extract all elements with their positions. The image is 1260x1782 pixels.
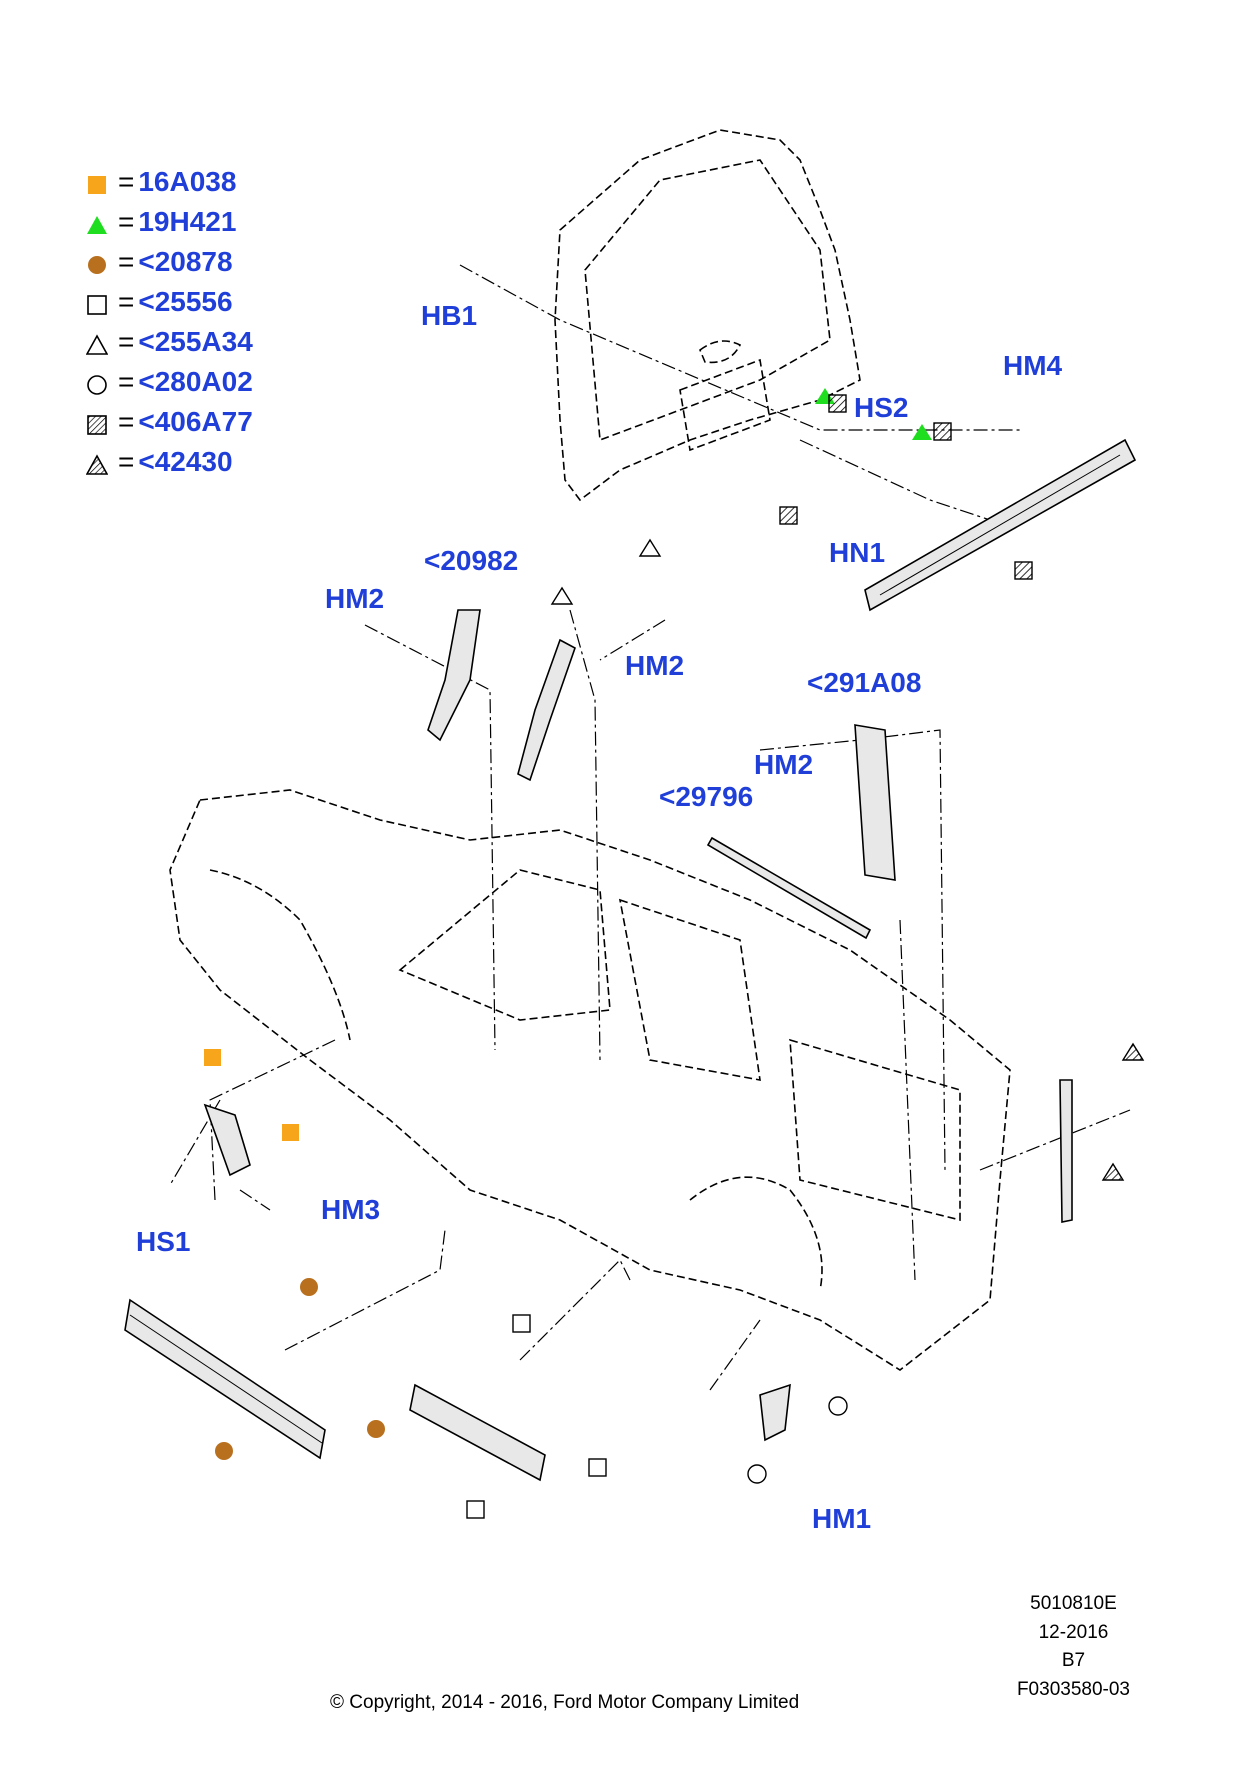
copyright: © Copyright, 2014 - 2016, Ford Motor Com…	[330, 1692, 800, 1713]
callout-hm2: HM2	[325, 583, 385, 614]
diagram-symbols	[204, 388, 1145, 1519]
callout-29796: <29796	[659, 781, 754, 812]
callout-291a08: <291A08	[807, 667, 922, 698]
legend-equals: =	[118, 166, 135, 197]
legend-equals: =	[118, 246, 135, 277]
front-fender-piece	[203, 1103, 251, 1177]
tailgate-moulding	[864, 438, 1137, 612]
callout-hn1: HN1	[829, 537, 886, 568]
brown-circle-icon	[86, 251, 108, 274]
legend-row: = 16A038	[86, 162, 253, 202]
legend-equals: =	[118, 406, 135, 437]
open-square-icon	[86, 291, 108, 315]
belt-moulding	[706, 836, 872, 940]
callout-hm1: HM1	[812, 1503, 872, 1534]
callout-hs2: HS2	[854, 392, 909, 423]
legend-equals: =	[118, 446, 135, 477]
b-pillar-moulding	[854, 724, 896, 881]
a-pillar-moulding-right	[517, 638, 576, 782]
legend-equals: =	[118, 326, 135, 357]
callout-hs1: HS1	[136, 1226, 191, 1257]
legend-code: <255A34	[138, 326, 253, 357]
hatched-square-icon	[86, 411, 108, 435]
callout-hm3: HM3	[321, 1194, 381, 1225]
legend: = 16A038 = 19H421 = <20878 = <25556 = <2…	[85, 162, 253, 482]
callout-hm4: HM4	[1003, 350, 1063, 381]
leader-lines	[169, 264, 1131, 1391]
open-circle-icon	[86, 371, 108, 395]
legend-row: = 19H421	[86, 202, 253, 242]
callout-hm2: HM2	[625, 650, 685, 681]
d-pillar-moulding	[1059, 1079, 1073, 1223]
legend-code: <20878	[138, 246, 233, 277]
legend-code: <280A02	[138, 366, 253, 397]
legend-equals: =	[118, 206, 135, 237]
open-triangle-icon	[85, 331, 109, 355]
rear-arch-piece	[759, 1383, 791, 1442]
front-door-moulding	[124, 1298, 326, 1460]
callout-hb1: HB1	[421, 300, 478, 331]
legend-row: = <406A77	[86, 402, 253, 442]
callout-hm2: HM2	[754, 749, 814, 780]
figure-number: F0303580-03	[1016, 1678, 1130, 1700]
legend-row: = <42430	[85, 442, 253, 482]
legend-row: = <20878	[86, 242, 253, 282]
legend-code: 16A038	[138, 166, 237, 197]
drawing-date: 12-2016	[1038, 1621, 1109, 1643]
legend-code: <25556	[138, 286, 233, 317]
vehicle-body-outline	[169, 789, 1011, 1371]
legend-code: 19H421	[138, 206, 237, 237]
legend-equals: =	[118, 366, 135, 397]
legend-row: = <280A02	[86, 362, 253, 402]
legend-row: = <255A34	[85, 322, 253, 362]
legend-row: = <25556	[86, 282, 253, 322]
a-pillar-moulding-left	[427, 609, 481, 742]
drawing-meta: 5010810E 12-2016 B7 F0303580-03	[1017, 1590, 1130, 1704]
legend-code: <406A77	[138, 406, 253, 437]
drawing-revision: B7	[1061, 1650, 1086, 1671]
legend-equals: =	[118, 286, 135, 317]
rear-door-moulding	[409, 1383, 546, 1482]
callout-20982: <20982	[424, 545, 519, 576]
legend-code: <42430	[138, 446, 233, 477]
orange-square-icon	[86, 171, 108, 194]
green-triangle-icon	[86, 211, 108, 234]
liftgate-outline	[554, 129, 861, 502]
drawing-code: 5010810E	[1030, 1593, 1117, 1614]
hatched-triangle-icon	[85, 451, 109, 475]
